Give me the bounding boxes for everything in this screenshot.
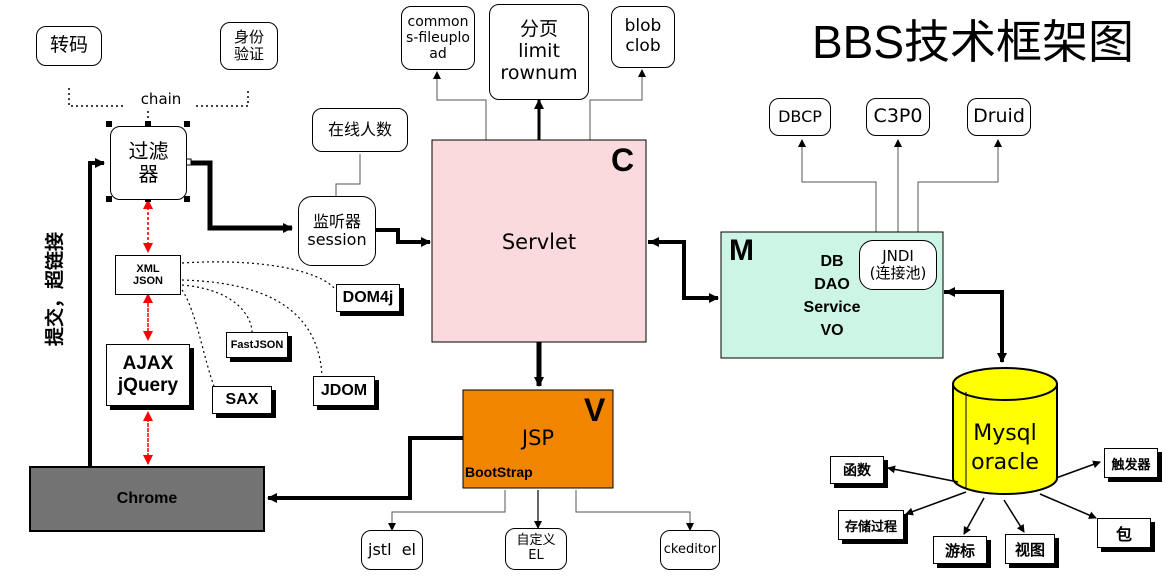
ckeditor-label: ckeditor: [663, 541, 717, 557]
jsp-box: [462, 389, 614, 489]
dom4j-box: DOM4j: [336, 284, 400, 312]
listener-box: 监听器 session: [298, 196, 376, 266]
page-title: BBS技术框架图: [812, 16, 1135, 68]
transcode-label: 转码: [49, 34, 88, 57]
database-cylinder: [952, 367, 1058, 495]
chain-connector: [68, 88, 249, 128]
servlet-to-commons-arrow: [433, 71, 487, 140]
sax-label: SAX: [225, 391, 259, 408]
dbcp-box: DBCP: [769, 98, 831, 136]
paging-box: 分页 limit rownum: [489, 4, 589, 100]
auth-label: 身份 验证: [233, 27, 264, 63]
chrome-to-filter-arrow: [88, 158, 105, 467]
view-label: 视图: [1014, 541, 1045, 559]
bootstrap-label: BootStrap: [465, 464, 533, 480]
jstl-label: jstl el: [368, 539, 416, 559]
procedure-box: 存储过程: [838, 510, 904, 540]
druid-box: Druid: [967, 98, 1031, 136]
function-label: 函数: [843, 462, 871, 478]
jndi-label: JNDI (连接池): [869, 246, 927, 282]
model-text: DB DAO Service VO: [803, 252, 861, 340]
jdom-label: JDOM: [320, 382, 368, 399]
dom4j-label: DOM4j: [342, 289, 394, 306]
xml-parser-links: [181, 261, 337, 387]
online-count-label: 在线人数: [327, 119, 392, 139]
model-to-druid-arrow: [917, 139, 1002, 232]
custom-el-box: 自定义 EL: [505, 528, 567, 570]
auth-box: 身份 验证: [220, 22, 278, 70]
ckeditor-box: ckeditor: [660, 530, 720, 570]
fileupload-label: common s-fileuplo ad: [406, 13, 470, 63]
xml-json-label: XML JSON: [133, 263, 163, 287]
ajax-box: AJAX jQuery: [106, 344, 190, 406]
package-label: 包: [1115, 527, 1132, 544]
chrome-label: Chrome: [116, 490, 178, 507]
jndi-box: JNDI (连接池): [859, 240, 937, 290]
filter-to-listener-arrow: [190, 160, 293, 233]
online-count-box: 在线人数: [312, 108, 408, 152]
jsp-to-ckeditor-arrow: [575, 490, 694, 531]
transcode-box: 转码: [36, 26, 102, 66]
model-db-arrow: [944, 287, 1007, 363]
fileupload-box: common s-fileuplo ad: [401, 6, 475, 70]
view-box: 视图: [1005, 534, 1055, 564]
fastjson-label: FastJSON: [230, 339, 284, 351]
fastjson-box: FastJSON: [226, 332, 288, 358]
servlet-model-arrow: [648, 237, 719, 303]
function-box: 函数: [830, 456, 884, 484]
jsp-letter: V: [584, 392, 606, 428]
servlet-letter: C: [611, 142, 635, 178]
cursor-label: 游标: [944, 542, 975, 560]
blob-label: blob clob: [624, 16, 662, 56]
dbcp-label: DBCP: [778, 106, 822, 126]
listener-to-servlet-arrow: [376, 228, 431, 247]
db-label: Mysql oracle: [971, 421, 1039, 475]
servlet-box: [431, 139, 647, 343]
trigger-box: 触发器: [1104, 448, 1158, 478]
blob-box: blob clob: [611, 6, 675, 68]
listener-label: 监听器 session: [307, 211, 367, 249]
jdom-box: JDOM: [313, 376, 375, 406]
jstl-box: jstl el: [361, 530, 423, 570]
custom-el-label: 自定义 EL: [516, 533, 556, 563]
servlet-label: Servlet: [501, 230, 577, 254]
ajax-label: AJAX jQuery: [117, 353, 179, 396]
jsp-to-chrome-arrow: [267, 436, 464, 503]
package-box: 包: [1097, 518, 1151, 548]
submit-label: 提交，超链接: [43, 232, 66, 347]
xml-json-box: XML JSON: [115, 255, 181, 295]
chain-label: chain: [126, 89, 196, 109]
model-letter: M: [729, 234, 754, 267]
listener-to-online-line: [335, 154, 361, 196]
c3p0-box: C3P0: [866, 98, 930, 136]
servlet-to-blob-arrow: [589, 69, 646, 140]
procedure-label: 存储过程: [844, 518, 897, 534]
c3p0-label: C3P0: [873, 105, 923, 128]
cursor-box: 游标: [933, 536, 987, 564]
trigger-label: 触发器: [1111, 456, 1151, 472]
chrome-box-shape: [29, 466, 265, 532]
model-to-dbcp-arrow: [798, 139, 877, 232]
druid-label: Druid: [973, 105, 1025, 128]
filter-label: 过滤 器: [128, 139, 169, 186]
jsp-to-jstl-arrow: [388, 490, 506, 531]
paging-label: 分页 limit rownum: [500, 18, 578, 84]
db-feature-arrows: [887, 460, 1101, 535]
jsp-label: JSP: [521, 426, 555, 450]
filter-box: 过滤 器: [110, 126, 187, 200]
sax-box: SAX: [212, 386, 272, 414]
